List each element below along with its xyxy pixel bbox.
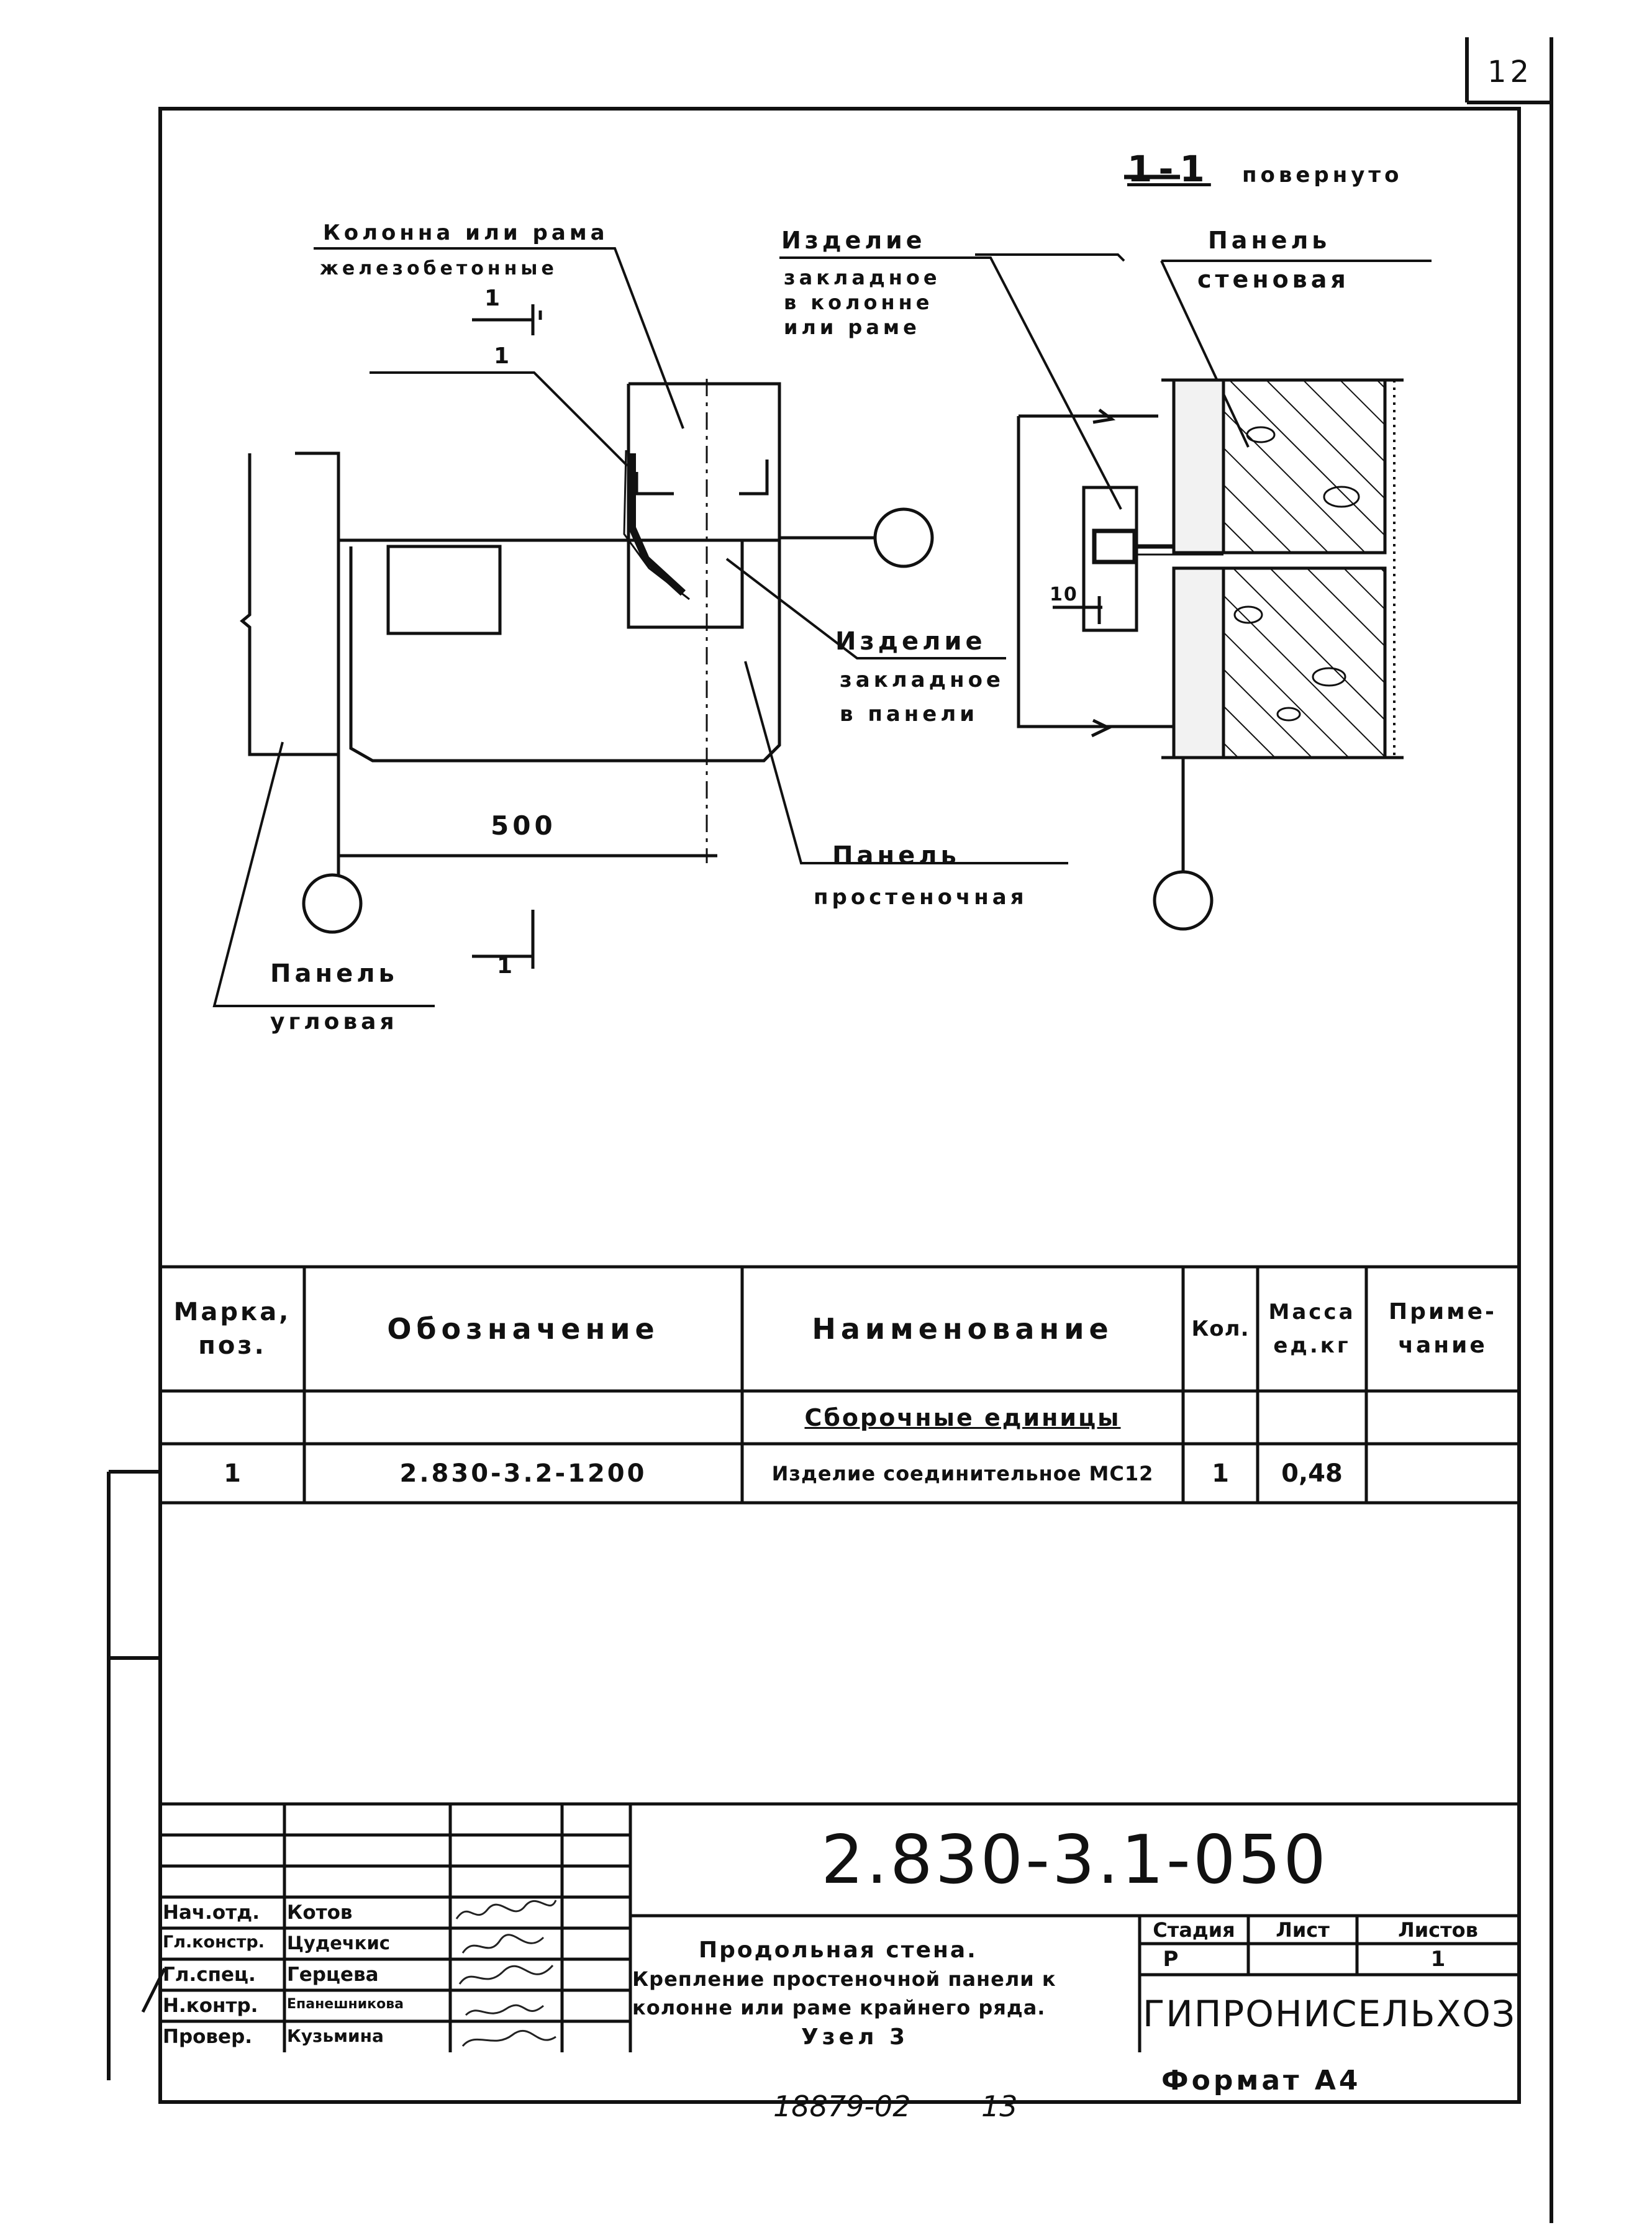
title-line-3: колонне или раме крайнего ряда.	[632, 1996, 1046, 2019]
label-embedded-column-2: закладное	[784, 266, 941, 289]
staff-role-3: Гл.спец.	[163, 1964, 256, 1986]
row-1-designation: 2.830-3.2-1200	[399, 1459, 647, 1488]
section-title: 1-1	[1127, 148, 1211, 190]
plan-view	[240, 304, 934, 969]
title-block-grid	[141, 1802, 1519, 2052]
row-1-qty: 1	[1212, 1459, 1229, 1488]
title-line-4: Узел 3	[801, 2024, 909, 2050]
sheet-frame	[107, 37, 1553, 2223]
title-line-1: Продольная стена.	[699, 1937, 978, 1963]
header-designation: Обозначение	[387, 1312, 660, 1346]
staff-role-2: Гл.констр.	[163, 1932, 265, 1952]
staff-role-4: Н.контр.	[163, 1995, 258, 2017]
header-mark: Марка, поз.	[160, 1267, 304, 1391]
document-code: 2.830-3.1-050	[820, 1821, 1329, 1899]
archive-number: 18879-02	[773, 2090, 911, 2123]
cut-mark-top: 1	[484, 286, 504, 311]
row-1-mark: 1	[224, 1459, 241, 1488]
label-embedded-column-3: в колонне	[784, 291, 933, 314]
dimension-10: 10	[1050, 584, 1078, 605]
section-heading-assembly-units: Сборочные единицы	[804, 1403, 1121, 1431]
header-note-line2: чание	[1398, 1333, 1487, 1358]
header-mass-line2: ед.кг	[1273, 1333, 1351, 1358]
label-pier-panel-2: простеночная	[814, 885, 1028, 910]
header-mass: Масса ед.кг	[1258, 1267, 1366, 1391]
label-wall-panel-1: Панель	[1208, 227, 1331, 254]
staff-name-2: Цудечкис	[287, 1932, 390, 1954]
position-leader-1: 1	[494, 343, 514, 369]
sheet-value	[1248, 1944, 1357, 1975]
label-pier-panel-1: Панель	[832, 841, 960, 870]
header-name: Наименование	[812, 1312, 1114, 1346]
label-wall-panel-2: стеновая	[1197, 266, 1350, 293]
stage-header: Стадия	[1153, 1918, 1235, 1942]
cut-mark-bottom: 1	[497, 953, 517, 979]
header-note: Приме- чание	[1366, 1267, 1519, 1391]
sheet-corner-number: 12	[1487, 55, 1533, 89]
dimension-500: 500	[491, 810, 556, 841]
organization-name: ГИПРОНИСЕЛЬХОЗ	[1142, 1992, 1517, 2035]
header-qty: Кол.	[1191, 1316, 1250, 1341]
staff-name-4: Епанешникова	[287, 1996, 404, 2012]
leader-lines	[212, 247, 1432, 1007]
sheets-header: Листов	[1398, 1918, 1478, 1942]
staff-role-1: Нач.отд.	[163, 1901, 260, 1924]
row-1-note	[1366, 1444, 1519, 1503]
label-embedded-panel-1: Изделие	[835, 627, 986, 656]
header-note-line1: Приме-	[1389, 1299, 1497, 1325]
header-mark-line2: поз.	[198, 1331, 266, 1360]
stage-value: Р	[1163, 1947, 1179, 1972]
header-mass-line1: Масса	[1268, 1300, 1356, 1325]
signatures	[455, 1900, 557, 2047]
staff-role-5: Провер.	[163, 2026, 253, 2048]
label-embedded-panel-2: закладное	[840, 668, 1004, 692]
spec-table-grid	[160, 1265, 1519, 1505]
format-label: Формат А4	[1161, 2065, 1361, 2096]
title-line-2: Крепление простеночной панели к	[632, 1967, 1056, 1991]
label-embedded-column-1: Изделие	[781, 227, 926, 254]
staff-name-5: Кузьмина	[287, 2026, 384, 2046]
label-corner-panel-2: угловая	[270, 1009, 398, 1035]
archive-sheet: 13	[981, 2090, 1018, 2123]
staff-name-1: Котов	[287, 1901, 353, 1924]
label-column-2: железобетонные	[320, 258, 558, 279]
sheet-header: Лист	[1276, 1918, 1330, 1942]
section-note: повернуто	[1242, 163, 1403, 188]
label-embedded-panel-3: в панели	[840, 702, 979, 727]
row-1-name: Изделие соединительное МС12	[771, 1461, 1154, 1485]
section-view	[1017, 174, 1404, 931]
staff-name-3: Герцева	[287, 1964, 379, 1986]
row-1-mass: 0,48	[1281, 1459, 1343, 1488]
header-mark-line1: Марка,	[173, 1298, 291, 1326]
sheets-value: 1	[1430, 1947, 1446, 1972]
label-embedded-column-4: или раме	[784, 315, 920, 339]
label-corner-panel-1: Панель	[270, 959, 398, 988]
label-column-1: Колонна или рама	[323, 220, 609, 245]
